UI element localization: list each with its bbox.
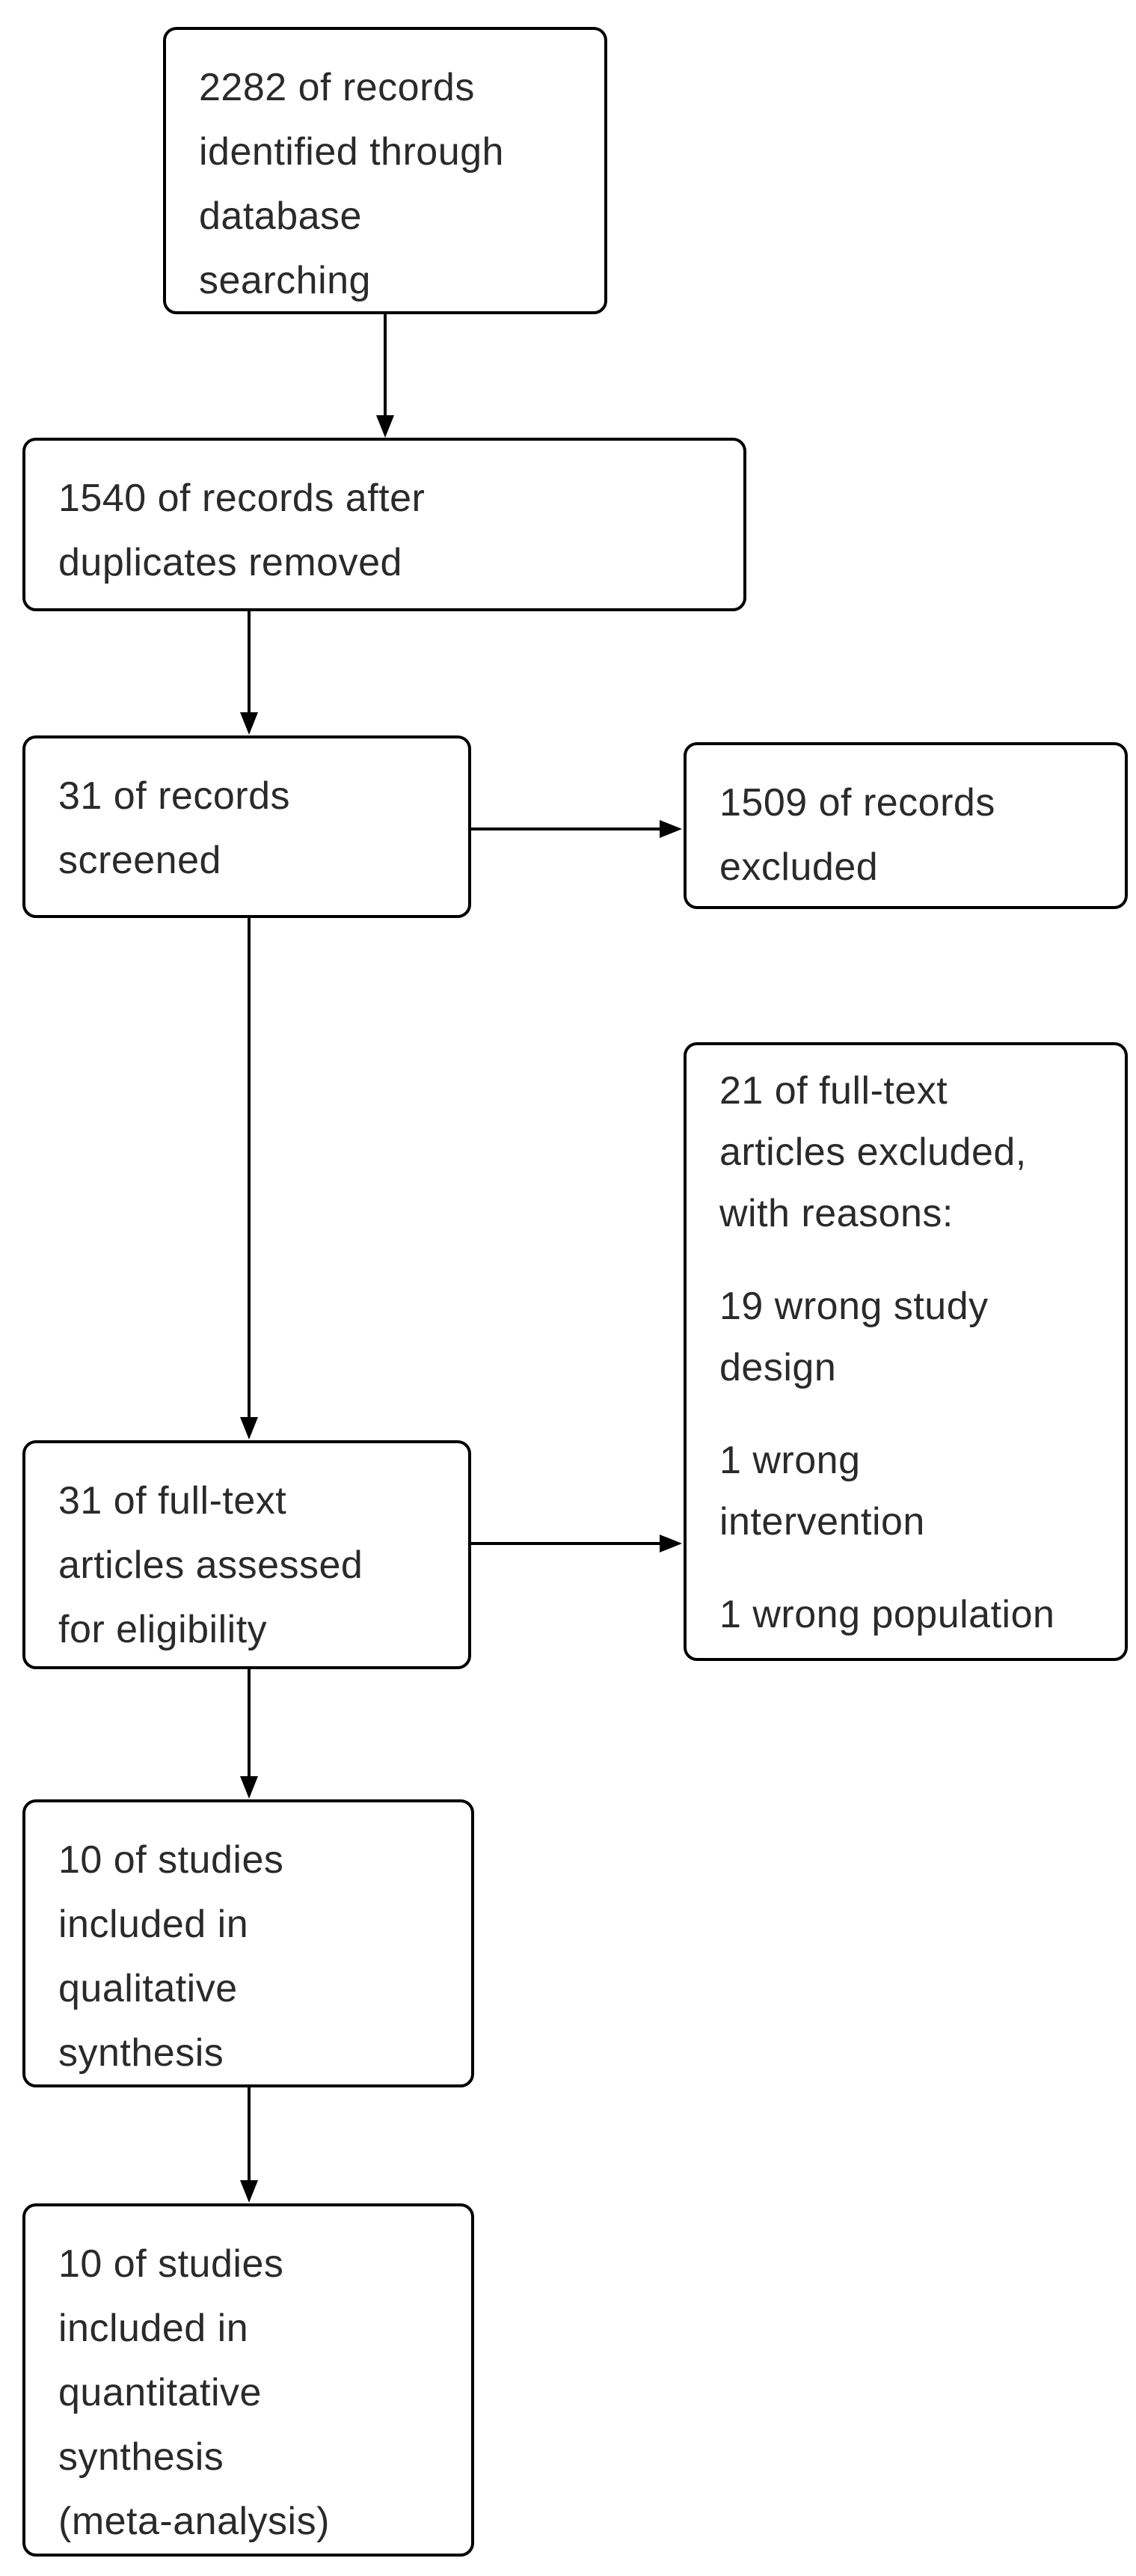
arrow-qualitative-to-quantitative-head-icon bbox=[240, 2180, 258, 2203]
fulltext-excluded-reason-3: 1 wrong population bbox=[719, 1593, 1055, 1636]
qualitative-synthesis-text: 10 of studies included in qualitative sy… bbox=[58, 1838, 284, 2075]
box-records-screened: 31 of records screened bbox=[22, 735, 471, 918]
arrow-fulltext-to-qualitative-head-icon bbox=[240, 1776, 258, 1799]
records-identified-text: 2282 of records identified through datab… bbox=[199, 66, 504, 302]
arrow-identification-to-deduplicated-head-icon bbox=[376, 415, 394, 438]
arrow-fulltext-to-qualitative-stem bbox=[248, 1669, 251, 1777]
quantitative-synthesis-text: 10 of studies included in quantitative s… bbox=[58, 2242, 330, 2543]
fulltext-excluded-heading: 21 of full-text articles excluded, with … bbox=[719, 1069, 1027, 1235]
arrow-screened-to-fulltext-head-icon bbox=[240, 1417, 258, 1440]
arrow-qualitative-to-quantitative-stem bbox=[248, 2087, 251, 2181]
arrow-deduplicated-to-screened-stem bbox=[248, 611, 251, 713]
records-screened-text: 31 of records screened bbox=[58, 774, 290, 882]
records-after-duplicates-text: 1540 of records after duplicates removed bbox=[58, 477, 426, 584]
box-quantitative-synthesis: 10 of studies included in quantitative s… bbox=[22, 2203, 474, 2557]
box-fulltext-excluded: 21 of full-text articles excluded, with … bbox=[684, 1042, 1128, 1661]
fulltext-assessed-text: 31 of full-text articles assessed for el… bbox=[58, 1479, 363, 1651]
box-records-excluded: 1509 of records excluded bbox=[684, 742, 1128, 909]
fulltext-excluded-reason-1: 19 wrong study design bbox=[719, 1285, 989, 1389]
box-records-after-duplicates: 1540 of records after duplicates removed bbox=[22, 438, 746, 611]
arrow-fulltext-to-excluded-stem bbox=[471, 1542, 660, 1545]
box-records-identified: 2282 of records identified through datab… bbox=[163, 27, 607, 314]
arrow-identification-to-deduplicated-stem bbox=[384, 314, 387, 416]
arrow-deduplicated-to-screened-head-icon bbox=[240, 712, 258, 735]
fulltext-excluded-reason-2: 1 wrong intervention bbox=[719, 1439, 925, 1544]
arrow-screened-to-excluded-head-icon bbox=[660, 820, 682, 838]
records-excluded-text: 1509 of records excluded bbox=[719, 781, 995, 889]
box-qualitative-synthesis: 10 of studies included in qualitative sy… bbox=[22, 1799, 474, 2087]
box-fulltext-assessed: 31 of full-text articles assessed for el… bbox=[22, 1440, 471, 1669]
arrow-fulltext-to-excluded-head-icon bbox=[660, 1535, 682, 1552]
arrow-screened-to-fulltext-stem bbox=[248, 918, 251, 1417]
arrow-screened-to-excluded-stem bbox=[471, 827, 660, 830]
